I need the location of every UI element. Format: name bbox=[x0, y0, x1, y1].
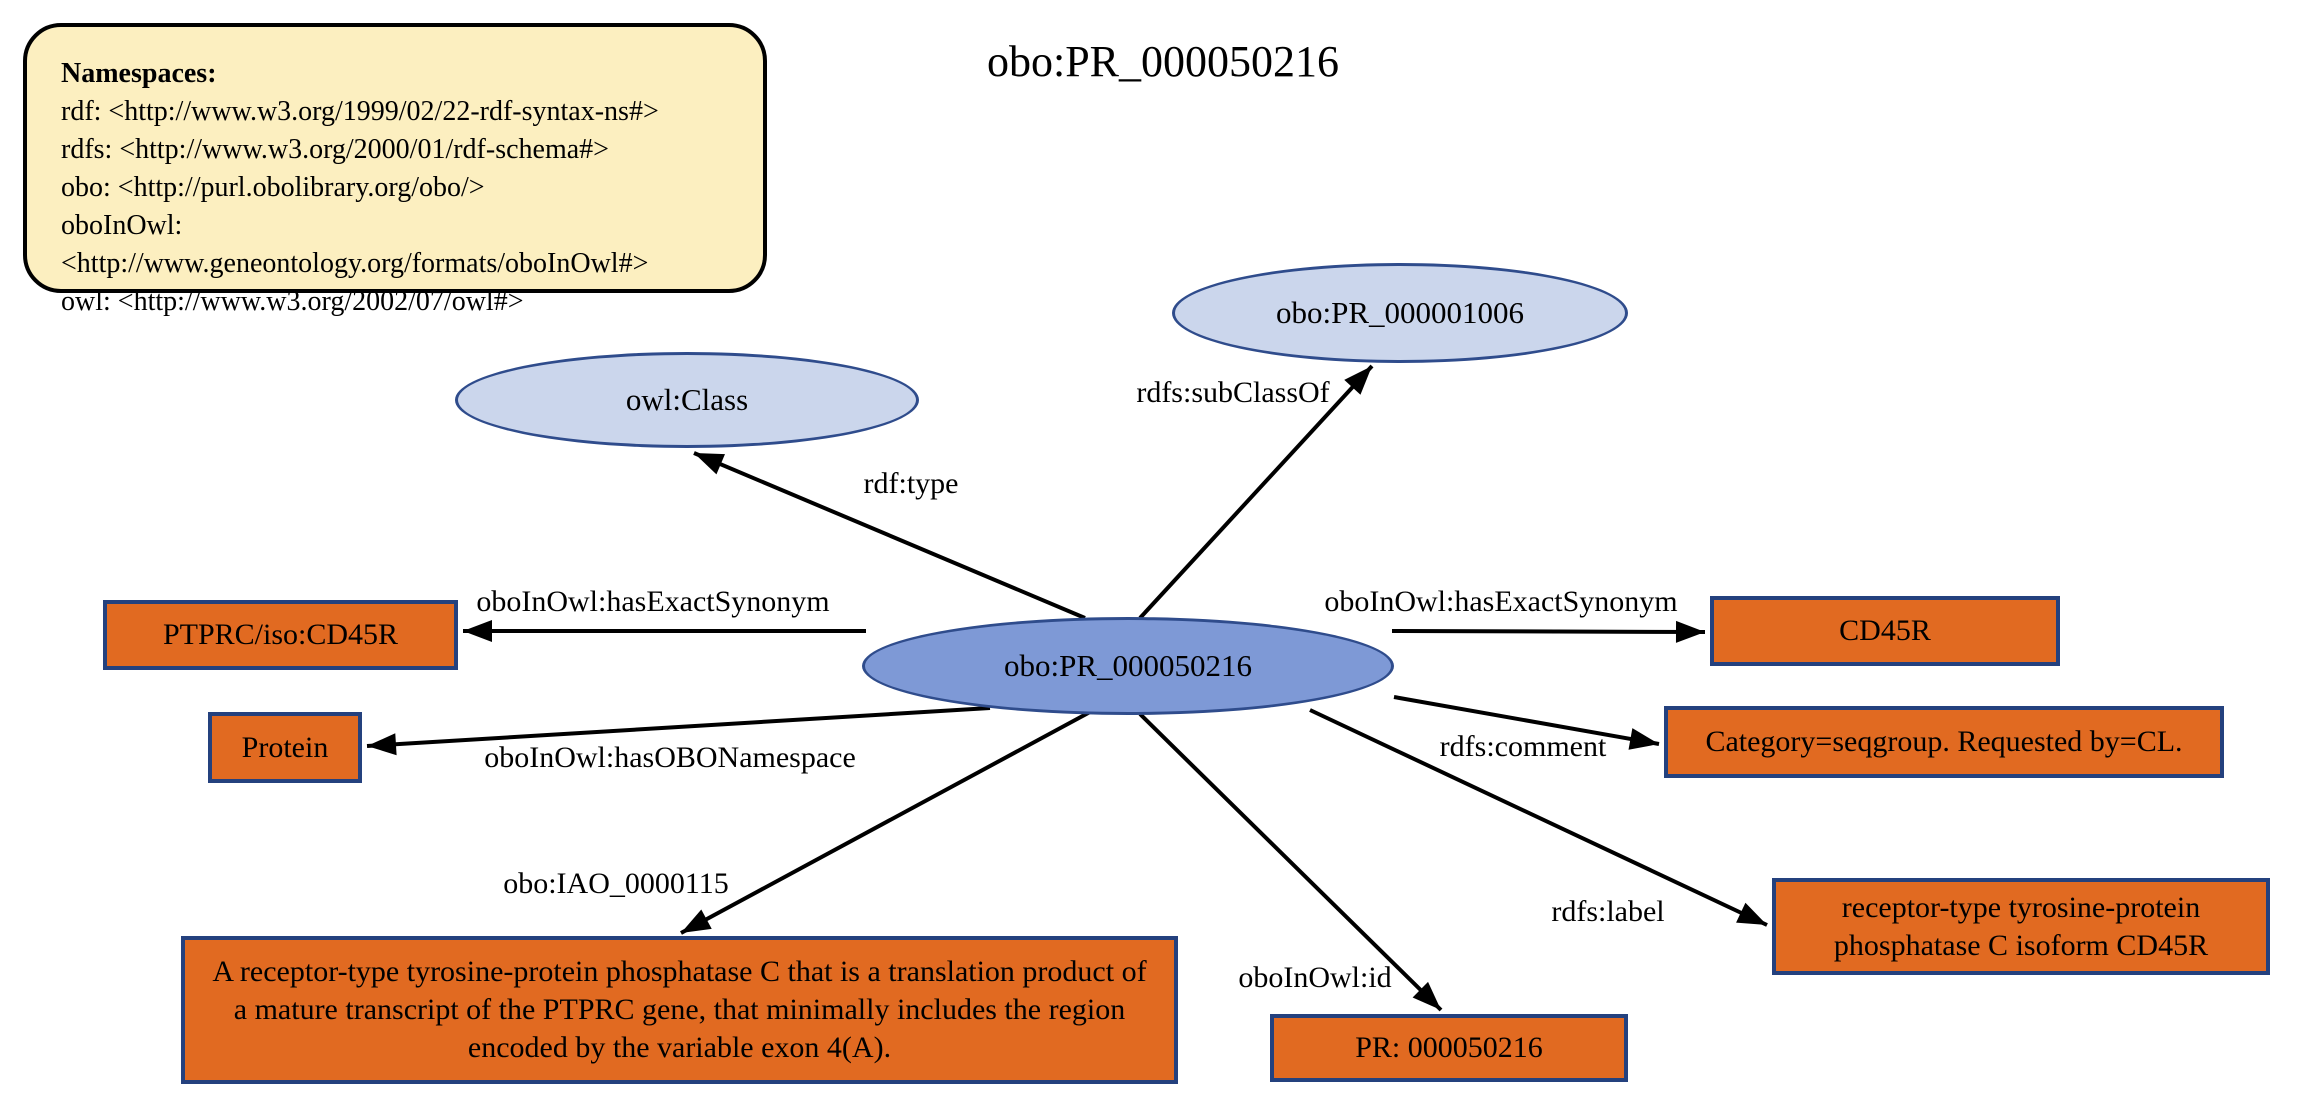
subject-node-pr-000050216: obo:PR_000050216 bbox=[862, 617, 1394, 715]
literal-node-synonym-left: PTPRC/iso:CD45R bbox=[103, 600, 458, 670]
edge-label-rdfs-subclassof: rdfs:subClassOf bbox=[1136, 376, 1330, 409]
node-label: obo:PR_000050216 bbox=[1003, 648, 1253, 683]
edge-hasexactsynonym-right bbox=[1391, 620, 1706, 643]
literal-node-obo-namespace: Protein bbox=[208, 712, 362, 783]
node-label: A receptor-type tyrosine-protein phospha… bbox=[212, 955, 1147, 1064]
namespaces-legend: Namespaces: rdf: <http://www.w3.org/1999… bbox=[23, 23, 767, 317]
edge-label-rdf-type: rdf:type bbox=[863, 467, 959, 500]
namespace-entry: rdfs: <http://www.w3.org/2000/01/rdf-sch… bbox=[61, 134, 609, 165]
node-label: PTPRC/iso:CD45R bbox=[162, 618, 399, 651]
edge-label-rdfs-comment: rdfs:comment bbox=[1439, 730, 1607, 763]
node-label: obo:PR_000001006 bbox=[1275, 295, 1525, 330]
node-label: PR: 000050216 bbox=[1355, 1031, 1543, 1064]
node-label: Category=seqgroup. Requested by=CL. bbox=[1705, 725, 2183, 758]
node-label: owl:Class bbox=[625, 382, 749, 417]
edge-rdf-type bbox=[693, 451, 1086, 620]
node-label: Protein bbox=[241, 730, 329, 764]
edge-rdfs-label bbox=[1309, 708, 1768, 927]
edge-hasobonamespace bbox=[366, 706, 991, 756]
edge-label-hasexactsynonym-right: oboInOwl:hasExactSynonym bbox=[1324, 585, 1678, 618]
edge-label-hasexactsynonym-left: oboInOwl:hasExactSynonym bbox=[476, 585, 830, 618]
literal-node-id: PR: 000050216 bbox=[1270, 1014, 1628, 1082]
class-node-pr-000001006: obo:PR_000001006 bbox=[1172, 263, 1628, 363]
literal-node-synonym-right: CD45R bbox=[1710, 596, 2060, 666]
edge-label-oboinowl-id: oboInOwl:id bbox=[1238, 961, 1392, 994]
page-title: obo:PR_000050216 bbox=[986, 37, 1340, 86]
namespace-entry: oboInOwl: <http://www.geneontology.org/f… bbox=[61, 210, 649, 279]
namespace-entry: owl: <http://www.w3.org/2002/07/owl#> bbox=[61, 286, 524, 317]
namespace-entry: obo: <http://purl.obolibrary.org/obo/> bbox=[61, 172, 485, 203]
edge-label-rdfs-label: rdfs:label bbox=[1551, 895, 1665, 928]
namespace-entry: rdf: <http://www.w3.org/1999/02/22-rdf-s… bbox=[61, 96, 659, 127]
literal-node-rdfs-label: receptor-type tyrosine-protein phosphata… bbox=[1772, 878, 2270, 975]
literal-node-definition: A receptor-type tyrosine-protein phospha… bbox=[181, 936, 1178, 1084]
edge-iao-0000115 bbox=[680, 710, 1091, 935]
node-label: CD45R bbox=[1839, 614, 1931, 647]
class-node-owl-class: owl:Class bbox=[455, 352, 919, 448]
edge-rdfs-comment bbox=[1393, 695, 1660, 750]
node-label: receptor-type tyrosine-protein phosphata… bbox=[1833, 890, 2209, 962]
edge-label-iao-0000115: obo:IAO_0000115 bbox=[503, 867, 729, 900]
edge-label-hasobonamespace: oboInOwl:hasOBONamespace bbox=[484, 741, 856, 774]
literal-node-comment: Category=seqgroup. Requested by=CL. bbox=[1664, 706, 2224, 778]
edge-oboinowl-id bbox=[1138, 712, 1443, 1012]
namespaces-heading: Namespaces: bbox=[61, 58, 217, 89]
edge-rdfs-subclassof bbox=[1138, 364, 1374, 620]
